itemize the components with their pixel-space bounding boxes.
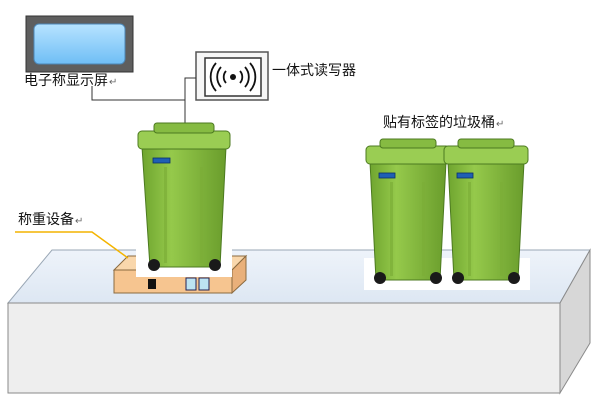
rfid-tag-icon — [152, 157, 171, 164]
table-front — [7, 302, 561, 394]
tagged-bin-2 — [442, 138, 530, 290]
bins-label: 贴有标签的垃圾桶↵ — [383, 115, 505, 131]
rfid-reader — [195, 51, 269, 101]
table-side — [559, 248, 591, 395]
bin-on-scale — [136, 122, 232, 277]
scale-leader-line — [15, 231, 129, 259]
rfid-tag-icon — [456, 172, 474, 179]
wireless-signal-icon — [209, 62, 257, 92]
tagged-bin-1 — [364, 138, 452, 290]
display-screen-label: 电子称显示屏↵ — [24, 73, 118, 89]
reader-label: 一体式读写器 — [272, 63, 356, 79]
scale-label: 称重设备↵ — [18, 212, 84, 228]
display-screen — [25, 15, 134, 73]
rfid-tag-icon — [378, 172, 396, 179]
